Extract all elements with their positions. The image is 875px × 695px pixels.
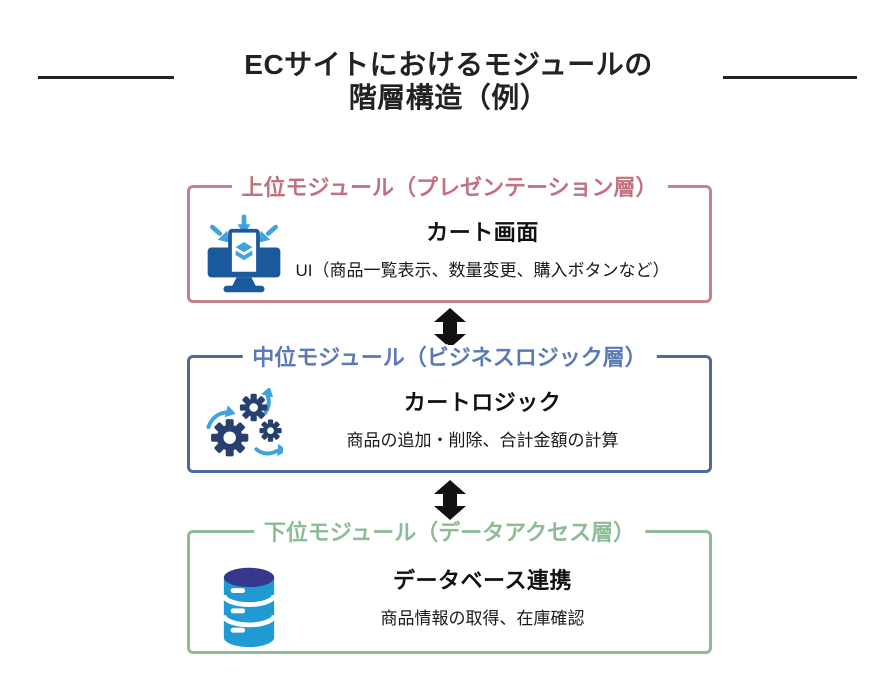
page-title-line-1: ECサイトにおけるモジュールの bbox=[244, 49, 653, 80]
decorative-line-right bbox=[723, 76, 857, 79]
module-name: データベース連携 bbox=[393, 568, 572, 593]
up-down-arrow-icon bbox=[432, 480, 468, 520]
monitor-arrows-icon bbox=[203, 214, 285, 301]
module-box-business-logic: 中位モジュール（ビジネスロジック層） bbox=[187, 345, 712, 473]
module-name: カートロジック bbox=[403, 390, 562, 415]
gears-icon bbox=[203, 386, 288, 464]
module-header: 下位モジュール（データアクセス層） bbox=[253, 520, 646, 546]
module-description: UI（商品一覧表示、数量変更、購入ボタンなど） bbox=[295, 261, 670, 280]
module-description: 商品の追加・削除、合計金額の計算 bbox=[346, 431, 619, 450]
module-content: カートロジック 商品の追加・削除、合計金額の計算 bbox=[268, 358, 709, 470]
module-content: データベース連携 商品情報の取得、在庫確認 bbox=[268, 533, 709, 651]
up-down-arrow-icon bbox=[432, 308, 468, 348]
page-title: ECサイトにおけるモジュールの 階層構造（例） bbox=[22, 48, 875, 114]
module-header: 上位モジュール（プレゼンテーション層） bbox=[231, 175, 668, 201]
page-title-line-2: 階層構造（例） bbox=[348, 82, 549, 113]
module-box-presentation: 上位モジュール（プレゼンテーション層） bbox=[187, 175, 712, 303]
module-box-data-access: 下位モジュール（データアクセス層） データベース連携 商品情報の取得、在庫確認 bbox=[187, 520, 712, 656]
module-content: カート画面 UI（商品一覧表示、数量変更、購入ボタンなど） bbox=[268, 188, 709, 300]
module-name: カート画面 bbox=[426, 220, 539, 245]
module-header: 中位モジュール（ビジネスロジック層） bbox=[242, 345, 657, 371]
module-description: 商品情報の取得、在庫確認 bbox=[380, 609, 585, 628]
database-icon bbox=[218, 562, 280, 656]
decorative-line-left bbox=[38, 76, 174, 79]
